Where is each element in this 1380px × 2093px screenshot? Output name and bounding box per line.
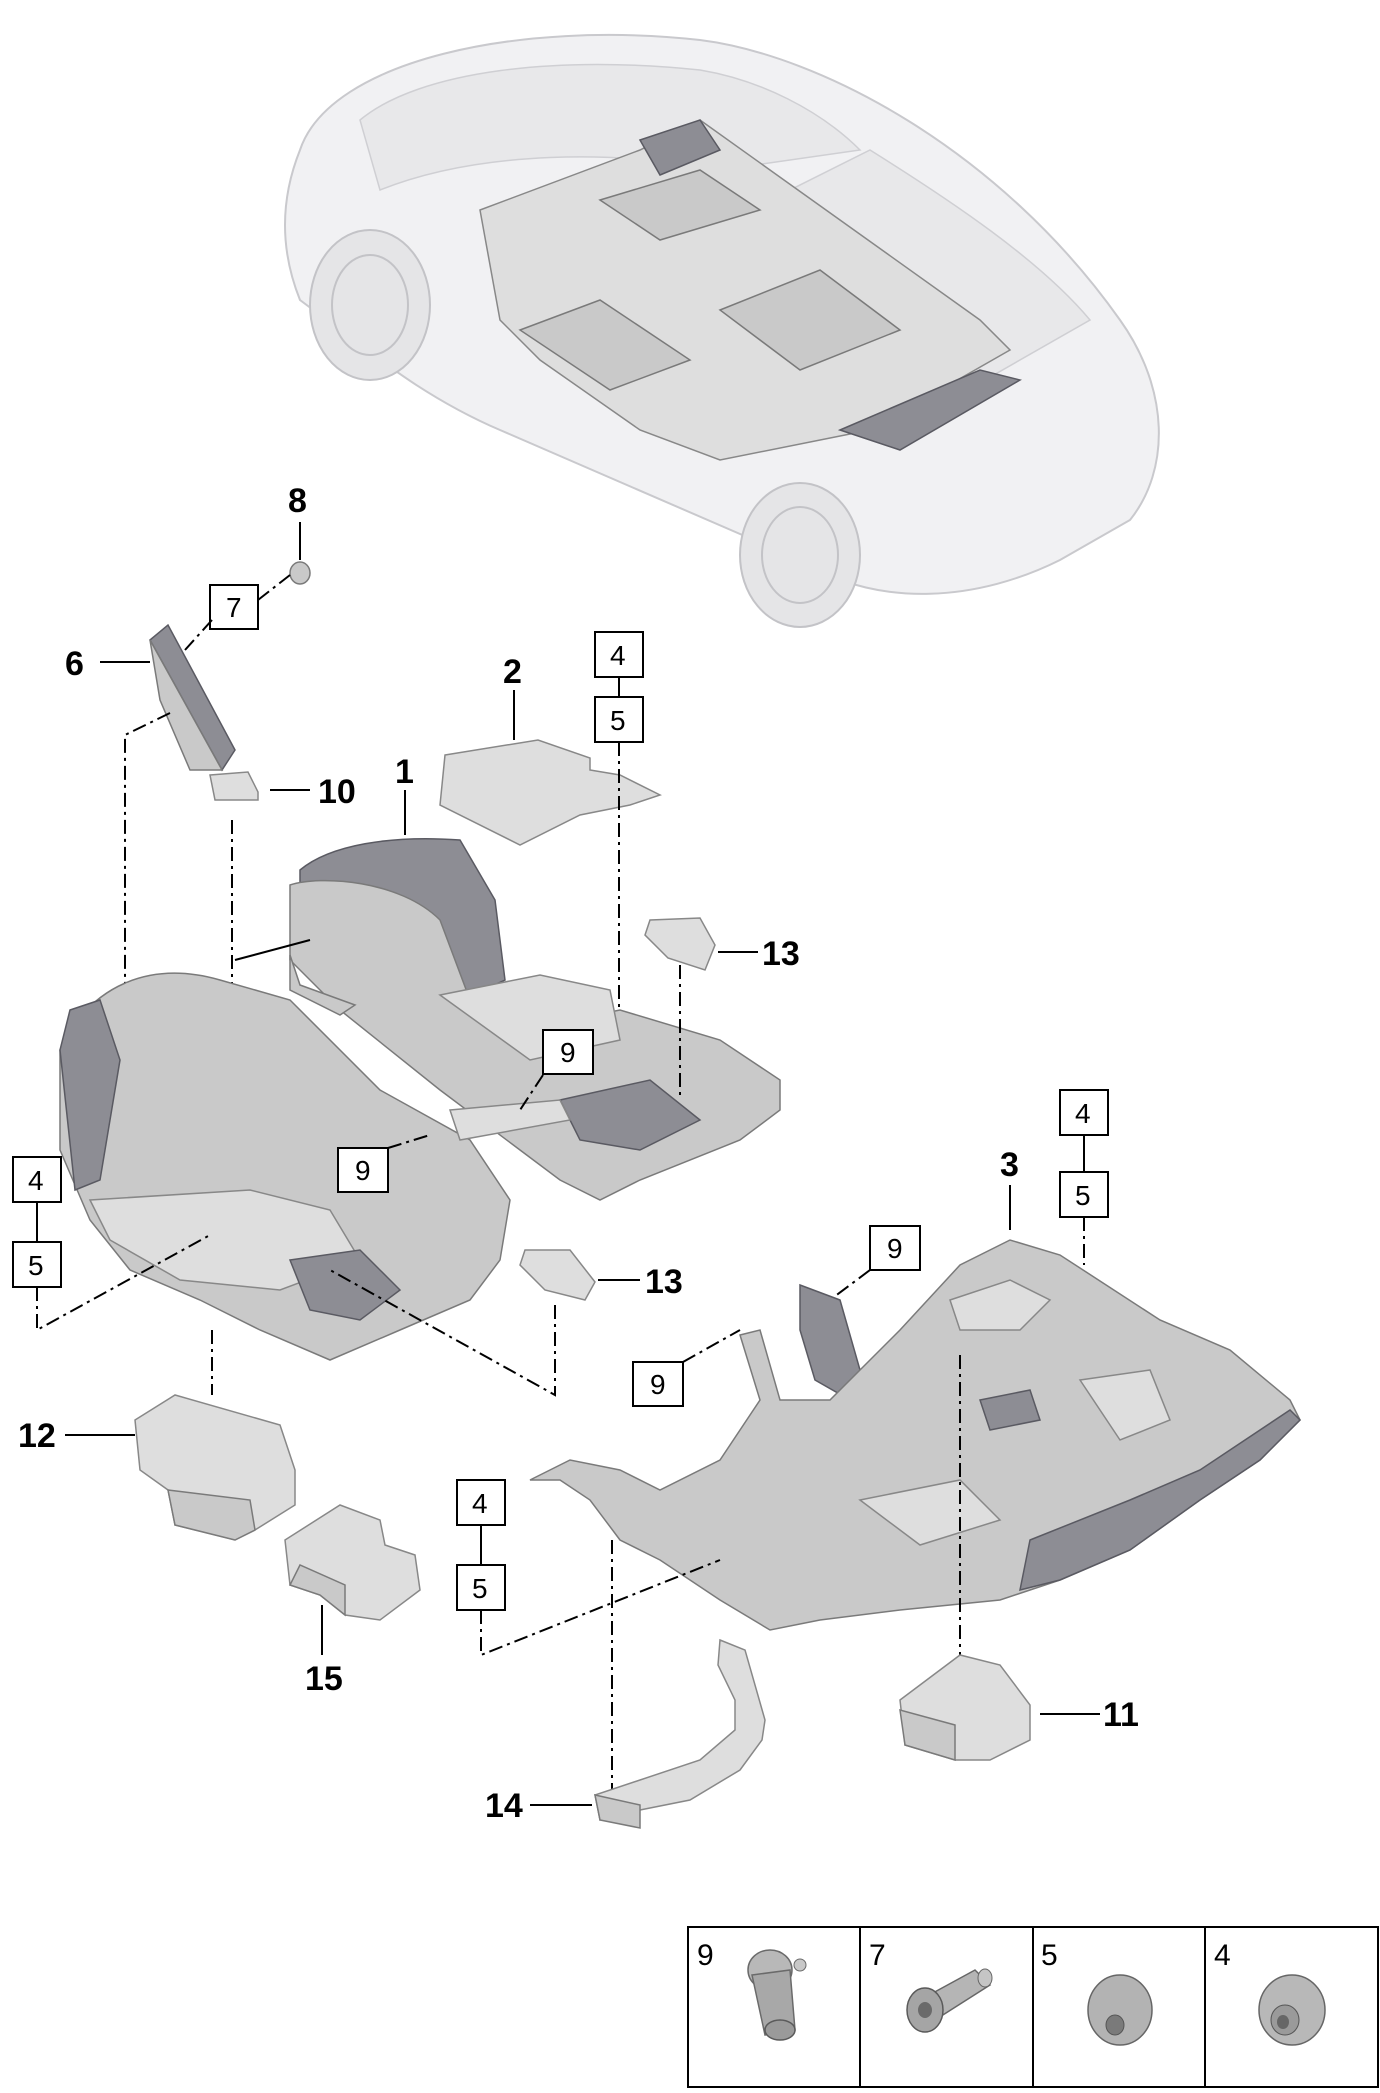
ref-box-9-d: 9 <box>650 1369 666 1400</box>
part-13-lower <box>519 1249 596 1301</box>
nut-washer-icon <box>1087 1974 1153 2046</box>
ref-box-4-d: 4 <box>472 1488 488 1519</box>
legend-label-9: 9 <box>697 1939 714 1972</box>
legend-label-5: 5 <box>1041 1939 1058 1972</box>
part-1-carpet-left <box>59 972 572 1361</box>
callout-8: 8 <box>288 482 307 520</box>
ref-box-4-b: 4 <box>28 1165 44 1196</box>
ref-box-4-a: 4 <box>610 640 626 671</box>
callout-12: 12 <box>18 1417 56 1455</box>
callout-11: 11 <box>1103 1696 1139 1734</box>
callout-10: 10 <box>318 773 356 811</box>
ref-box-5-c: 5 <box>1075 1180 1091 1211</box>
vehicle-overview <box>284 33 1160 628</box>
part-14 <box>594 1638 766 1829</box>
legend-cell-9: 9 <box>697 1939 807 2041</box>
callout-3: 3 <box>1000 1146 1019 1184</box>
callout-14: 14 <box>485 1787 523 1825</box>
push-clip-fastener-icon <box>747 1949 807 2041</box>
callout-15: 15 <box>305 1660 343 1698</box>
legend-cell-5: 5 <box>1041 1939 1153 2046</box>
part-12 <box>134 1394 296 1541</box>
part-11 <box>899 1654 1031 1762</box>
bolt-icon <box>906 1968 993 2033</box>
part-13-upper <box>644 917 716 971</box>
callout-1: 1 <box>395 753 414 791</box>
callout-13-lower: 13 <box>645 1263 683 1301</box>
legend-cell-7: 7 <box>869 1939 993 2033</box>
legend-cell-4: 4 <box>1214 1939 1326 2046</box>
ref-box-5-a: 5 <box>610 705 626 736</box>
ref-box-9-c: 9 <box>887 1233 903 1264</box>
part-6-pedal-pad <box>149 623 236 772</box>
part-10 <box>209 771 259 801</box>
callout-13-upper: 13 <box>762 935 800 973</box>
part-15 <box>284 1504 421 1621</box>
ref-box-9-a: 9 <box>560 1037 576 1068</box>
ref-box-5-d: 5 <box>472 1573 488 1604</box>
callout-6: 6 <box>65 645 84 683</box>
part-1-carpet-front <box>289 838 781 1201</box>
part-2-mat <box>439 739 662 846</box>
fastener-legend: 9 7 5 4 <box>687 1926 1379 2088</box>
ref-box-7: 7 <box>226 592 242 623</box>
ref-box-4-c: 4 <box>1075 1098 1091 1129</box>
flange-nut-icon <box>1258 1974 1326 2046</box>
callout-2: 2 <box>503 653 522 691</box>
legend-label-4: 4 <box>1214 1939 1231 1972</box>
legend-label-7: 7 <box>869 1939 886 1972</box>
part-8-plug <box>289 561 311 585</box>
ref-box-9-b: 9 <box>355 1155 371 1186</box>
part-3-carpet-rear <box>529 1239 1302 1631</box>
ref-box-5-b: 5 <box>28 1250 44 1281</box>
